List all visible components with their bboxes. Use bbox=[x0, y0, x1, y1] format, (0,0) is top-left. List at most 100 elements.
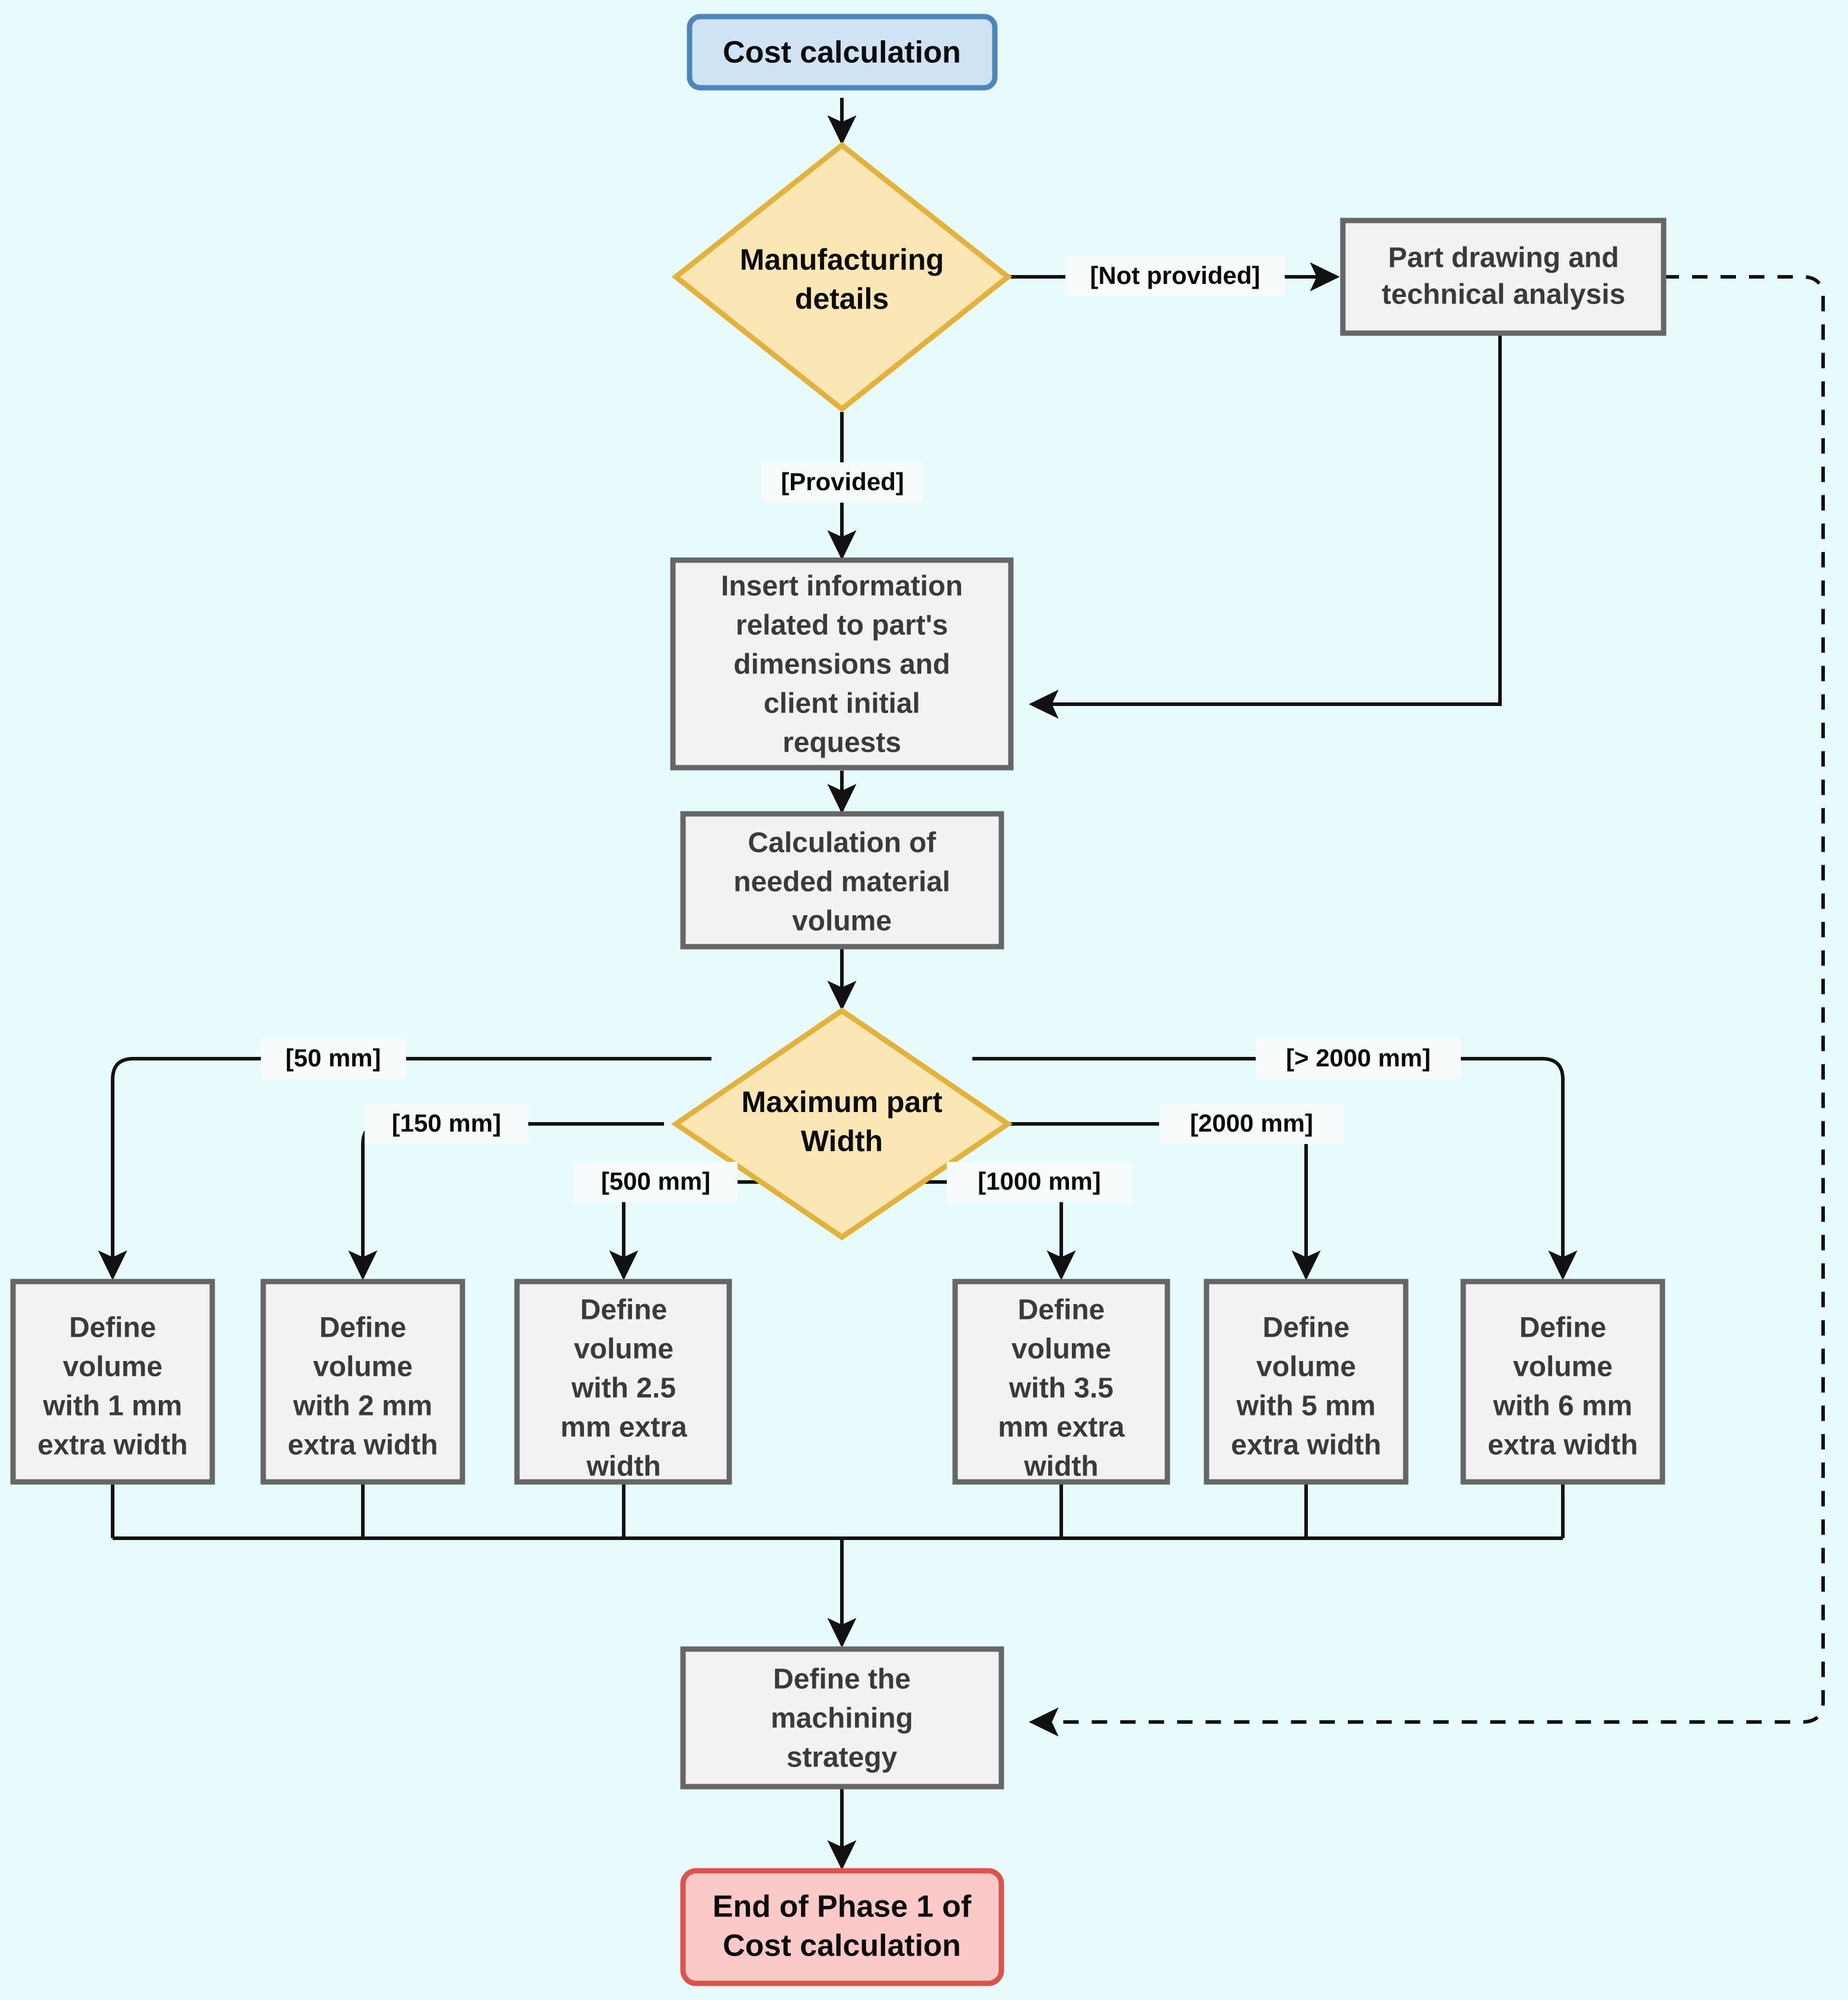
vol-6mm-line-4: extra width bbox=[1488, 1430, 1638, 1461]
end-box-line2: Cost calculation bbox=[723, 1929, 961, 1963]
edge-partdrawing-to-machining-dashed bbox=[1029, 275, 1825, 1737]
machining-line-3: strategy bbox=[787, 1742, 898, 1774]
vol-2_5mm-line-4: mm extra bbox=[560, 1412, 687, 1443]
end-box-rect bbox=[680, 1868, 1004, 1986]
w150-label: [150 mm] bbox=[392, 1109, 501, 1137]
w500-label-bg bbox=[574, 1162, 738, 1202]
edge-label-over2000mm: [> 2000 mm] bbox=[1256, 1039, 1461, 1079]
vol-3_5mm-line-3: with 3.5 bbox=[1008, 1373, 1113, 1404]
vol-3_5mm-line-4: mm extra bbox=[998, 1412, 1125, 1443]
edge-width-50mm bbox=[98, 1057, 711, 1280]
part-drawing-box-rect bbox=[1340, 218, 1667, 336]
vol-3_5mm-line-2: volume bbox=[1011, 1334, 1111, 1365]
node-start[interactable]: Cost calculation bbox=[687, 14, 998, 91]
vol-2mm-line-4: extra width bbox=[288, 1430, 438, 1461]
edge-label-150mm: [150 mm] bbox=[365, 1104, 528, 1144]
decision-details-shape bbox=[671, 142, 1013, 413]
vol-3_5mm-line-5: width bbox=[1023, 1451, 1098, 1483]
node-part-drawing[interactable]: Part drawing and technical analysis bbox=[1340, 218, 1667, 336]
node-volume-3_5mm[interactable]: Define volume with 3.5 mm extra width bbox=[952, 1279, 1170, 1485]
node-volume-2mm[interactable]: Define volume with 2 mm extra width bbox=[260, 1279, 465, 1485]
vol-6mm-box-rect bbox=[1460, 1279, 1665, 1485]
vol-5mm-line-1: Define bbox=[1263, 1312, 1350, 1344]
w50-label: [50 mm] bbox=[285, 1044, 381, 1072]
vol-1mm-box-rect bbox=[10, 1279, 215, 1485]
w1000-label: [1000 mm] bbox=[978, 1167, 1101, 1195]
calc-volume-line-2: needed material bbox=[733, 867, 950, 898]
w-over2000-label-bg bbox=[1256, 1039, 1461, 1079]
vol-2mm-box-rect bbox=[260, 1279, 465, 1485]
edge-label-2000mm: [2000 mm] bbox=[1159, 1104, 1344, 1144]
w2000-label-bg bbox=[1159, 1104, 1344, 1144]
node-volume-5mm[interactable]: Define volume with 5 mm extra width bbox=[1204, 1279, 1409, 1485]
decision-details-line1: Manufacturing bbox=[740, 243, 944, 276]
vol-2mm-line-1: Define bbox=[320, 1312, 407, 1344]
vol-3_5mm-line-1: Define bbox=[1018, 1295, 1105, 1326]
decision-width-line1: Maximum part bbox=[742, 1085, 943, 1119]
vol-5mm-box-rect bbox=[1204, 1279, 1409, 1485]
vol-1mm-line-2: volume bbox=[63, 1352, 162, 1383]
node-decision-maximum-part-width[interactable]: Maximum part Width bbox=[671, 1007, 1013, 1241]
calc-volume-line-1: Calculation of bbox=[748, 828, 936, 859]
decision-width-line2: Width bbox=[801, 1124, 883, 1158]
provided-label: [Provided] bbox=[781, 468, 904, 496]
node-volume-6mm[interactable]: Define volume with 6 mm extra width bbox=[1460, 1279, 1665, 1485]
vol-6mm-line-3: with 6 mm bbox=[1493, 1391, 1633, 1422]
vol-2_5mm-line-2: volume bbox=[574, 1334, 674, 1365]
edge-label-1000mm: [1000 mm] bbox=[947, 1162, 1132, 1202]
vol-1mm-line-4: extra width bbox=[37, 1430, 187, 1461]
start-box-rect bbox=[687, 14, 998, 91]
edge-label-provided: [Provided] bbox=[762, 462, 923, 503]
w50-label-bg bbox=[261, 1039, 406, 1079]
not-provided-label: [Not provided] bbox=[1090, 261, 1260, 289]
part-drawing-line2: technical analysis bbox=[1382, 279, 1626, 311]
edge-partdrawing-to-insertinfo bbox=[1029, 335, 1502, 719]
node-decision-manufacturing-details[interactable]: Manufacturing details bbox=[671, 142, 1013, 413]
vol-6mm-line-2: volume bbox=[1513, 1352, 1613, 1383]
insert-info-line-4: client initial bbox=[764, 688, 920, 720]
end-box-line1: End of Phase 1 of bbox=[713, 1890, 972, 1924]
node-insert-information[interactable]: Insert information related to part's dim… bbox=[670, 557, 1014, 771]
vol-5mm-line-2: volume bbox=[1256, 1352, 1356, 1383]
insert-info-line-5: requests bbox=[783, 727, 901, 759]
w2000-label: [2000 mm] bbox=[1190, 1109, 1313, 1137]
w150-label-bg bbox=[365, 1104, 528, 1144]
node-machining-strategy[interactable]: Define the machining strategy bbox=[680, 1646, 1004, 1790]
insert-info-box-rect bbox=[670, 557, 1014, 771]
calc-volume-box-rect bbox=[680, 811, 1004, 950]
insert-info-line-2: related to part's bbox=[736, 610, 948, 641]
machining-line-1: Define the bbox=[773, 1664, 911, 1695]
vol-3_5mm-box-rect bbox=[952, 1279, 1170, 1485]
machining-strategy-box-rect bbox=[680, 1646, 1004, 1790]
vol-2mm-line-2: volume bbox=[313, 1352, 413, 1383]
node-calculation-material-volume[interactable]: Calculation of needed material volume bbox=[680, 811, 1004, 950]
part-drawing-line1: Part drawing and bbox=[1388, 242, 1619, 274]
decision-width-shape bbox=[671, 1007, 1013, 1241]
vol-2_5mm-line-5: width bbox=[586, 1451, 660, 1483]
insert-info-line-3: dimensions and bbox=[733, 649, 950, 680]
decision-details-line2: details bbox=[795, 282, 889, 315]
edge-merge-bar bbox=[111, 1479, 1565, 1540]
edge-label-not-provided: [Not provided] bbox=[1065, 256, 1285, 296]
vol-2_5mm-box-rect bbox=[514, 1279, 732, 1485]
w1000-label-bg bbox=[947, 1162, 1132, 1202]
w500-label: [500 mm] bbox=[601, 1167, 710, 1195]
vol-5mm-line-4: extra width bbox=[1231, 1430, 1381, 1461]
insert-info-line-1: Insert information bbox=[721, 571, 963, 602]
vol-1mm-line-3: with 1 mm bbox=[43, 1391, 183, 1422]
vol-6mm-line-1: Define bbox=[1520, 1312, 1607, 1344]
calc-volume-line-3: volume bbox=[792, 906, 892, 937]
vol-2_5mm-line-1: Define bbox=[580, 1295, 668, 1326]
vol-2_5mm-line-3: with 2.5 bbox=[571, 1373, 676, 1404]
edge-label-50mm: [50 mm] bbox=[261, 1039, 406, 1079]
node-volume-2_5mm[interactable]: Define volume with 2.5 mm extra width bbox=[514, 1279, 732, 1485]
node-volume-1mm[interactable]: Define volume with 1 mm extra width bbox=[10, 1279, 215, 1485]
edge-label-500mm: [500 mm] bbox=[574, 1162, 738, 1202]
provided-label-bg bbox=[762, 462, 923, 503]
machining-line-2: machining bbox=[771, 1703, 913, 1734]
vol-1mm-line-1: Define bbox=[69, 1312, 157, 1344]
w-over2000-label: [> 2000 mm] bbox=[1286, 1044, 1431, 1072]
node-end[interactable]: End of Phase 1 of Cost calculation bbox=[680, 1868, 1004, 1986]
